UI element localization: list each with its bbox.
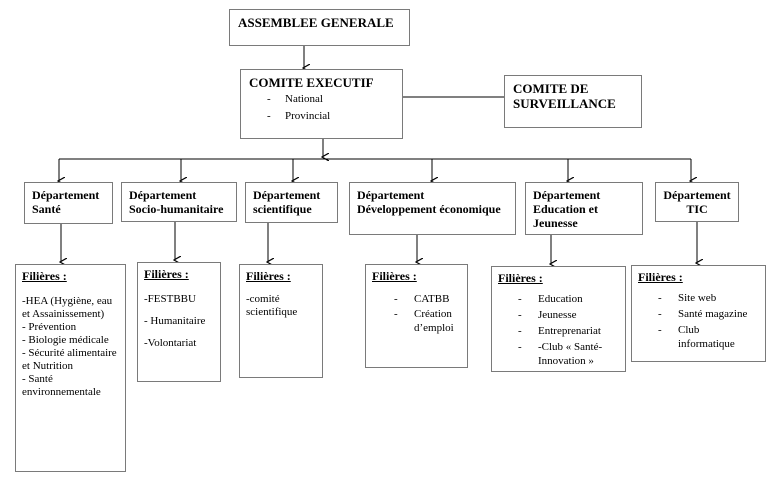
filieres-education-box: Filières : -Education -Jeunesse -Entrepr… xyxy=(491,266,626,372)
filieres-tic-box: Filières : -Site web -Santé magazine -Cl… xyxy=(631,265,766,362)
departement-name: Socio-humanitaire xyxy=(129,202,224,216)
comite-surveillance-line1: COMITE DE xyxy=(513,81,589,96)
assemblee-generale-title: ASSEMBLEE GENERALE xyxy=(238,15,394,30)
filieres-label: Filières : xyxy=(498,271,543,285)
filiere-item: - Humanitaire xyxy=(144,315,206,327)
filiere-item: -HEA (Hygiène, eau et Assainissement) xyxy=(22,295,113,320)
comite-surveillance-box: COMITE DE SURVEILLANCE xyxy=(504,75,642,128)
departement-label: Département xyxy=(533,188,601,202)
filiere-item: -comité scientifique xyxy=(246,293,298,318)
assemblee-generale-box: ASSEMBLEE GENERALE xyxy=(229,9,410,46)
comite-executif-item: -National xyxy=(267,93,323,105)
filieres-socio-box: Filières : -FESTBBU - Humanitaire -Volon… xyxy=(137,262,221,382)
departement-sante-box: Département Santé xyxy=(24,182,113,224)
filieres-label: Filières : xyxy=(144,267,189,281)
filieres-scientifique-box: Filières : -comité scientifique xyxy=(239,264,323,378)
departement-socio-humanitaire-box: Département Socio-humanitaire xyxy=(121,182,237,222)
filiere-item: -Education xyxy=(518,293,583,305)
filieres-label: Filières : xyxy=(246,269,291,283)
filiere-item: -FESTBBU xyxy=(144,293,196,305)
departement-label: Département xyxy=(129,188,197,202)
filiere-item: -Site web xyxy=(658,292,717,304)
filiere-item: -Entreprenariat xyxy=(518,325,601,337)
departement-name: scientifique xyxy=(253,202,312,216)
filiere-item: -Club informatique xyxy=(658,324,735,350)
comite-executif-title: COMITE EXECUTIF xyxy=(249,75,374,90)
departement-label: Département xyxy=(253,188,321,202)
filieres-developpement-box: Filières : -CATBB -Création d’emploi xyxy=(365,264,468,368)
comite-surveillance-line2: SURVEILLANCE xyxy=(513,96,616,111)
departement-label: Département xyxy=(663,188,731,202)
filiere-item: -Volontariat xyxy=(144,337,197,349)
departement-label: Département xyxy=(357,188,425,202)
filiere-item: -CATBB xyxy=(394,293,450,305)
filiere-item: --Club « Santé-Innovation » xyxy=(518,341,603,367)
filieres-label: Filières : xyxy=(372,269,417,283)
departement-name: TIC xyxy=(686,202,708,216)
filieres-label: Filières : xyxy=(638,270,683,284)
filiere-item: -Jeunesse xyxy=(518,309,577,321)
comite-executif-box: COMITE EXECUTIF -National -Provincial xyxy=(240,69,403,139)
departement-scientifique-box: Département scientifique xyxy=(245,182,338,223)
departement-name: Développement économique xyxy=(357,202,501,216)
filieres-sante-box: Filières : -HEA (Hygiène, eau et Assaini… xyxy=(15,264,126,472)
filiere-item: -Création d’emploi xyxy=(394,308,454,334)
departement-label: Département xyxy=(32,188,100,202)
departement-tic-box: Département TIC xyxy=(655,182,739,222)
departement-developpement-box: Département Développement économique xyxy=(349,182,516,235)
filiere-item: - Santé environnementale xyxy=(22,373,101,398)
comite-executif-item: -Provincial xyxy=(267,110,331,122)
departement-name: Education et xyxy=(533,202,599,216)
filiere-item: - Prévention xyxy=(22,321,77,333)
departement-education-box: Département Education et Jeunesse xyxy=(525,182,643,235)
filiere-item: - Biologie médicale xyxy=(22,334,109,346)
filiere-item: - Sécurité alimentaire et Nutrition xyxy=(22,347,117,372)
departement-name: Santé xyxy=(32,202,61,216)
filiere-item: -Santé magazine xyxy=(658,308,748,320)
filieres-label: Filières : xyxy=(22,269,67,283)
departement-name-line3: Jeunesse xyxy=(533,216,578,230)
